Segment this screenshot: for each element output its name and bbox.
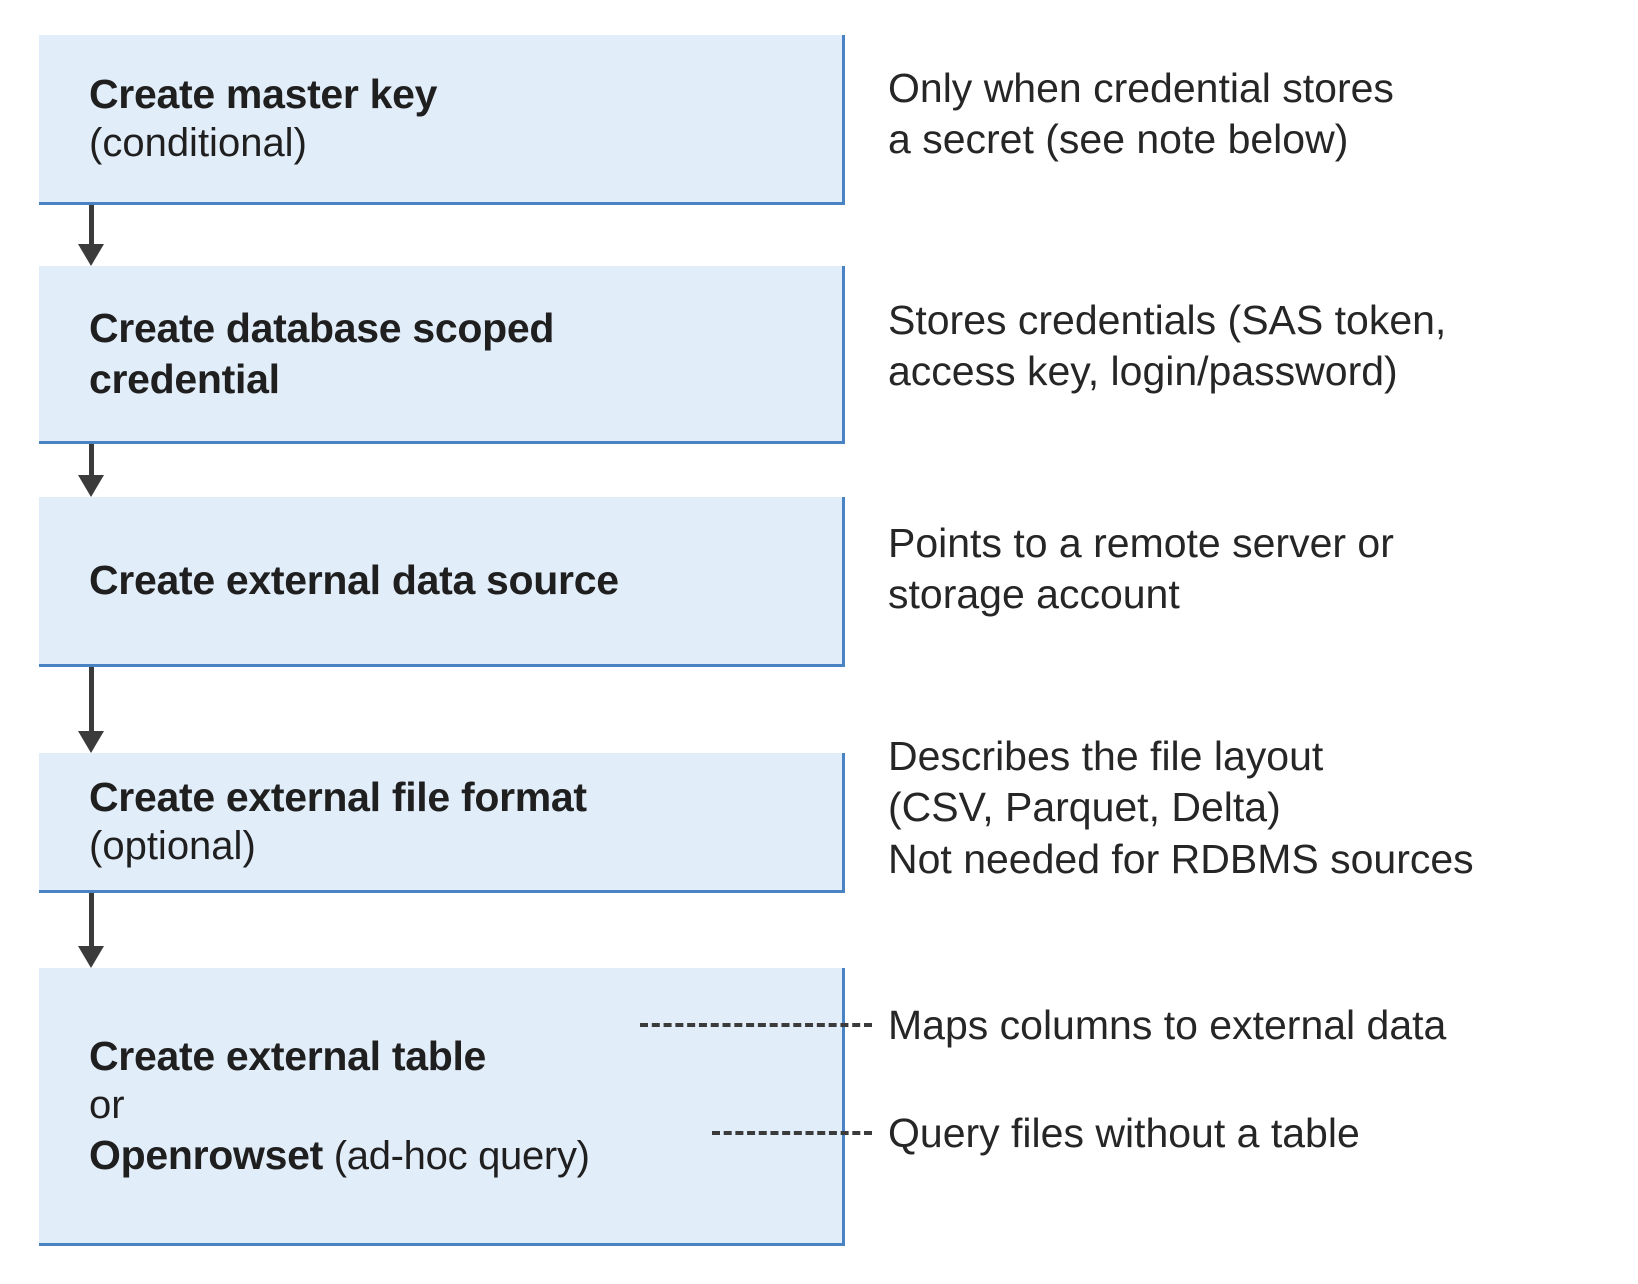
arrow-shaft <box>89 205 94 244</box>
step-subtitle: (optional) <box>89 824 256 869</box>
note-create-master-key: Only when credential stores a secret (se… <box>888 65 1394 163</box>
note-create-external-file-format: Describes the file layout (CSV, Parquet,… <box>888 733 1474 882</box>
step-title: Create external data source <box>89 557 619 604</box>
arrow-head-icon <box>78 475 104 497</box>
arrow-head-icon <box>78 244 104 266</box>
arrow-master-key-to-credential <box>78 205 104 266</box>
dash-openrowset-to-note <box>712 1131 872 1135</box>
arrow-data-source-to-file-format <box>78 667 104 753</box>
dash-external-table-to-note <box>640 1023 872 1027</box>
step-subtitle: (conditional) <box>89 121 307 166</box>
arrow-shaft <box>89 893 94 946</box>
arrow-shaft <box>89 444 94 475</box>
step-box-create-master-key[interactable]: Create master key (conditional) <box>39 35 845 205</box>
step-title-line2: credential <box>89 355 280 402</box>
arrow-head-icon <box>78 946 104 968</box>
note-create-external-table: Maps columns to external data <box>888 1002 1447 1048</box>
step-title: Create master key <box>89 71 438 118</box>
arrow-head-icon <box>78 731 104 753</box>
arrow-file-format-to-external-table <box>78 893 104 968</box>
step-box-create-external-file-format[interactable]: Create external file format (optional) <box>39 753 845 893</box>
note-openrowset: Query files without a table <box>888 1110 1360 1156</box>
step-alt-title: Openrowset <box>89 1131 323 1178</box>
note-create-database-scoped-credential: Stores credentials (SAS token, access ke… <box>888 297 1447 395</box>
step-connector-or: or <box>89 1082 125 1127</box>
step-title: Create database scoped <box>89 305 555 352</box>
arrow-shaft <box>89 667 94 731</box>
step-alt-title-row: Openrowset (ad-hoc query) <box>89 1130 828 1181</box>
step-box-create-database-scoped-credential[interactable]: Create database scoped credential <box>39 266 845 444</box>
note-create-external-data-source: Points to a remote server or storage acc… <box>888 520 1394 618</box>
step-alt-suffix: (ad-hoc query) <box>322 1133 590 1178</box>
step-title: Create external file format <box>89 774 587 821</box>
step-box-create-external-data-source[interactable]: Create external data source <box>39 497 845 667</box>
arrow-credential-to-data-source <box>78 444 104 497</box>
step-title: Create external table <box>89 1032 487 1079</box>
step-box-create-external-table-or-openrowset[interactable]: Create external table or Openrowset (ad-… <box>39 968 845 1246</box>
